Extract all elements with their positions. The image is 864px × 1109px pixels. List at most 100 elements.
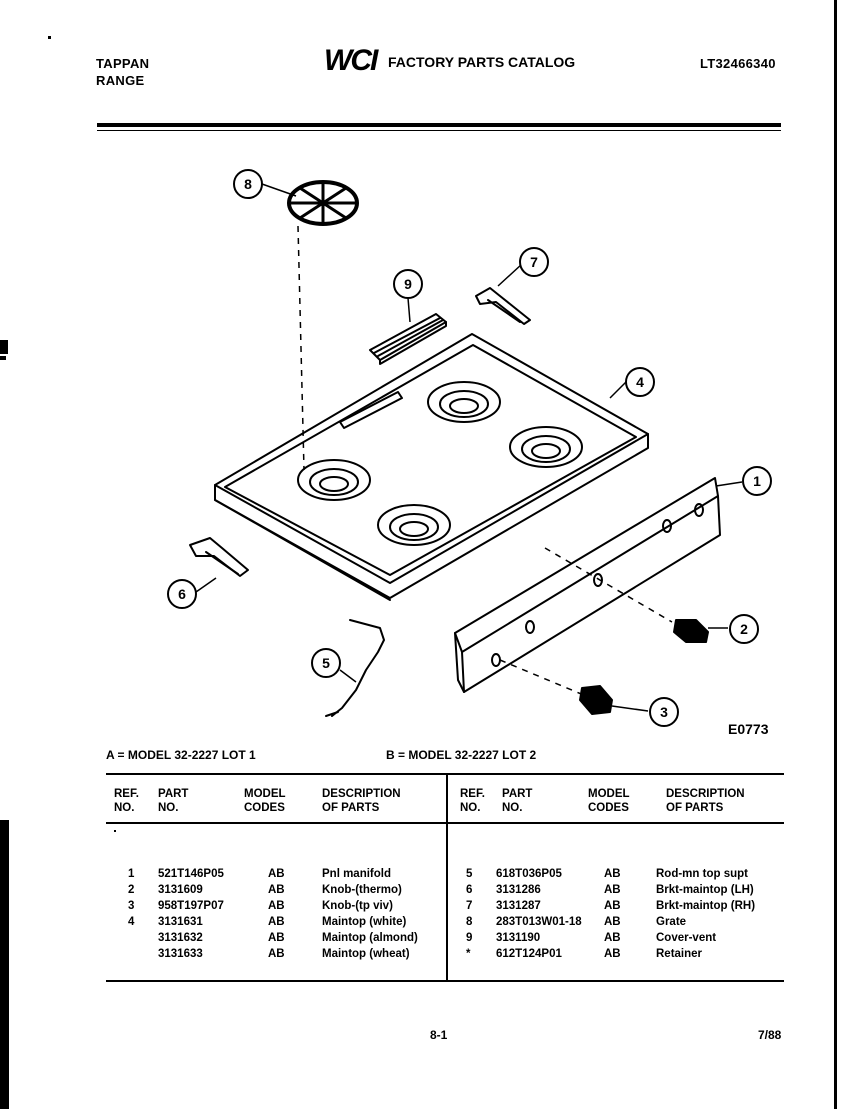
callout-8 — [233, 169, 263, 199]
part-cell: 3131609 — [158, 884, 203, 896]
table-header-rule — [106, 822, 784, 824]
callout-2 — [729, 614, 759, 644]
header-ref-left: REF. NO. — [114, 787, 139, 815]
code-cell: AB — [268, 932, 285, 944]
desc-cell: Rod-mn top supt — [656, 868, 748, 880]
callout-1 — [742, 466, 772, 496]
header-part-line1: PART — [502, 788, 533, 800]
header-model-left: MODEL CODES — [244, 787, 286, 815]
ref-cell: 8 — [466, 916, 473, 928]
header-desc-line2: OF PARTS — [322, 802, 380, 814]
callout-label-3: 3 — [660, 704, 668, 720]
left-part-column: 521T146P05 3131609 958T197P07 3131631 31… — [158, 866, 224, 962]
page-number: 8-1 — [430, 1028, 448, 1042]
code-cell: AB — [604, 948, 621, 960]
ref-cell: 1 — [128, 868, 135, 880]
part-cell: 283T013W01-18 — [496, 916, 582, 928]
header-model-line1: MODEL — [588, 788, 630, 800]
right-ref-column: 5 6 7 8 9 * — [466, 866, 472, 962]
ref-cell: 4 — [128, 916, 135, 928]
code-cell: AB — [604, 916, 621, 928]
catalog-date: 7/88 — [758, 1028, 782, 1042]
code-cell: AB — [268, 884, 285, 896]
header-desc-line1: DESCRIPTION — [322, 788, 401, 800]
part-cell: 3131631 — [158, 916, 203, 928]
bracket-lh-part — [189, 537, 249, 577]
desc-cell: Brkt-maintop (RH) — [656, 900, 756, 912]
grate-part — [287, 180, 359, 226]
desc-cell: Brkt-maintop (LH) — [656, 884, 754, 896]
header-ref-line1: REF. — [460, 788, 485, 800]
part-cell: 958T197P07 — [158, 900, 224, 912]
part-cell: 521T146P05 — [158, 868, 224, 880]
left-desc-column: Pnl manifold Knob-(thermo) Knob-(tp viv)… — [322, 866, 418, 962]
code-cell: AB — [604, 884, 621, 896]
part-cell: 3131287 — [496, 900, 541, 912]
ref-cell: * — [466, 948, 471, 960]
callout-label-4: 4 — [636, 374, 644, 390]
header-part-right: PART NO. — [502, 787, 532, 815]
table-top-rule — [106, 773, 784, 775]
ref-cell: 7 — [466, 900, 473, 912]
header-part-left: PART NO. — [158, 787, 188, 815]
desc-cell: Grate — [656, 916, 687, 928]
scan-artifact — [48, 36, 51, 39]
ref-cell: 6 — [466, 884, 473, 896]
part-cell: 3131633 — [158, 948, 203, 960]
brand-line-2: RANGE — [96, 73, 145, 88]
desc-cell: Maintop (white) — [322, 916, 407, 928]
exploded-parts-diagram: 8 7 9 4 1 2 3 6 5 E0773 — [167, 169, 772, 737]
part-cell: 612T124P01 — [496, 948, 562, 960]
ref-cell — [128, 930, 134, 946]
header-model-right: MODEL CODES — [588, 787, 630, 815]
scan-artifact — [0, 820, 9, 1109]
header-model-line2: CODES — [588, 802, 629, 814]
ref-cell: 2 — [128, 884, 135, 896]
table-bottom-rule — [106, 980, 784, 982]
left-code-column: AB AB AB AB AB AB — [268, 866, 285, 962]
header-rule-thick — [97, 123, 781, 127]
callout-label-6: 6 — [178, 586, 186, 602]
callout-3 — [649, 697, 679, 727]
header-ref-line1: REF. — [114, 788, 139, 800]
code-cell: AB — [604, 932, 621, 944]
figure-code: E0773 — [728, 721, 769, 737]
code-cell: AB — [268, 900, 285, 912]
ref-cell: 5 — [466, 868, 473, 880]
code-cell: AB — [604, 868, 621, 880]
right-desc-column: Rod-mn top supt Brkt-maintop (LH) Brkt-m… — [656, 866, 755, 962]
header-desc-line1: DESCRIPTION — [666, 788, 745, 800]
brand-line-1: TAPPAN — [96, 56, 150, 71]
support-rod-part — [325, 619, 385, 717]
callout-label-2: 2 — [740, 621, 748, 637]
knob-thermo-part — [673, 619, 709, 643]
callout-label-7: 7 — [530, 254, 538, 270]
desc-cell: Pnl manifold — [322, 868, 391, 880]
callout-label-5: 5 — [322, 655, 330, 671]
catalog-number: LT32466340 — [700, 56, 776, 71]
maintop-part — [214, 333, 649, 601]
part-cell: 618T036P05 — [496, 868, 562, 880]
table-column-divider — [446, 775, 448, 980]
callout-7 — [519, 247, 549, 277]
callout-5 — [311, 648, 341, 678]
header-part-line2: NO. — [158, 802, 179, 814]
desc-cell: Knob-(thermo) — [322, 884, 402, 896]
header-model-line1: MODEL — [244, 788, 286, 800]
model-b: B = MODEL 32-2227 LOT 2 — [386, 748, 537, 762]
desc-cell: Knob-(tp viv) — [322, 900, 393, 912]
vent-cover-part — [369, 313, 447, 365]
part-cell: 3131632 — [158, 932, 203, 944]
wci-logo: WCI — [324, 44, 378, 77]
knob-valve-part — [579, 685, 613, 715]
header-ref-right: REF. NO. — [460, 787, 485, 815]
header-part-line2: NO. — [502, 802, 523, 814]
desc-cell: Cover-vent — [656, 932, 717, 944]
code-cell: AB — [268, 868, 285, 880]
header-desc-left: DESCRIPTION OF PARTS — [322, 787, 401, 815]
code-cell: AB — [268, 916, 285, 928]
callout-label-8: 8 — [244, 176, 252, 192]
left-ref-column: 1 2 3 4 — [128, 866, 134, 962]
right-code-column: AB AB AB AB AB AB — [604, 866, 621, 962]
callout-label-1: 1 — [753, 473, 761, 489]
